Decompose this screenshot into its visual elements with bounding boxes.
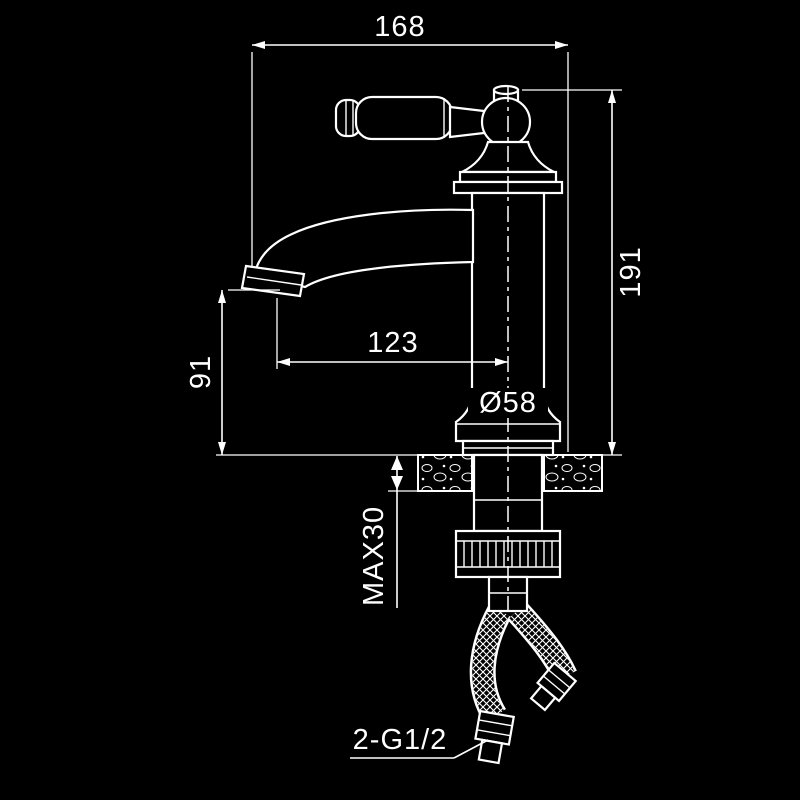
handle-lever bbox=[334, 95, 486, 141]
dimension-max-deck-thickness: MAX30 bbox=[358, 456, 418, 608]
countertop-section bbox=[417, 454, 603, 492]
hose-connector-right bbox=[529, 661, 578, 712]
spout bbox=[240, 208, 475, 298]
dimension-overall-width: 168 bbox=[251, 11, 569, 452]
dimension-spout-reach: 123 bbox=[276, 298, 508, 369]
hose-connector-left bbox=[474, 709, 516, 765]
nut-knurling bbox=[463, 541, 553, 567]
handle-grip bbox=[354, 95, 454, 141]
handle-neck bbox=[448, 105, 486, 139]
dim-label-overall-height: 191 bbox=[615, 246, 647, 297]
dimension-supply-connection: 2-G1/2 bbox=[350, 724, 489, 759]
dim-label-spout-reach: 123 bbox=[367, 327, 418, 359]
dim-label-max-deck-thickness: MAX30 bbox=[358, 506, 390, 606]
dimensions: 168 191 123 91 Ø58 bbox=[185, 11, 647, 759]
dim-label-supply-connection: 2-G1/2 bbox=[353, 724, 448, 756]
dim-label-overall-width: 168 bbox=[374, 11, 425, 43]
handle-ball-joint bbox=[480, 84, 532, 148]
dimension-overall-height: 191 bbox=[522, 89, 647, 456]
dim-label-base-diameter: Ø58 bbox=[479, 387, 537, 419]
dimension-base-diameter: Ø58 bbox=[468, 387, 548, 419]
dim-label-spout-height: 91 bbox=[185, 355, 217, 389]
supply-hose-left bbox=[469, 604, 512, 723]
dimension-spout-height: 91 bbox=[185, 289, 418, 456]
